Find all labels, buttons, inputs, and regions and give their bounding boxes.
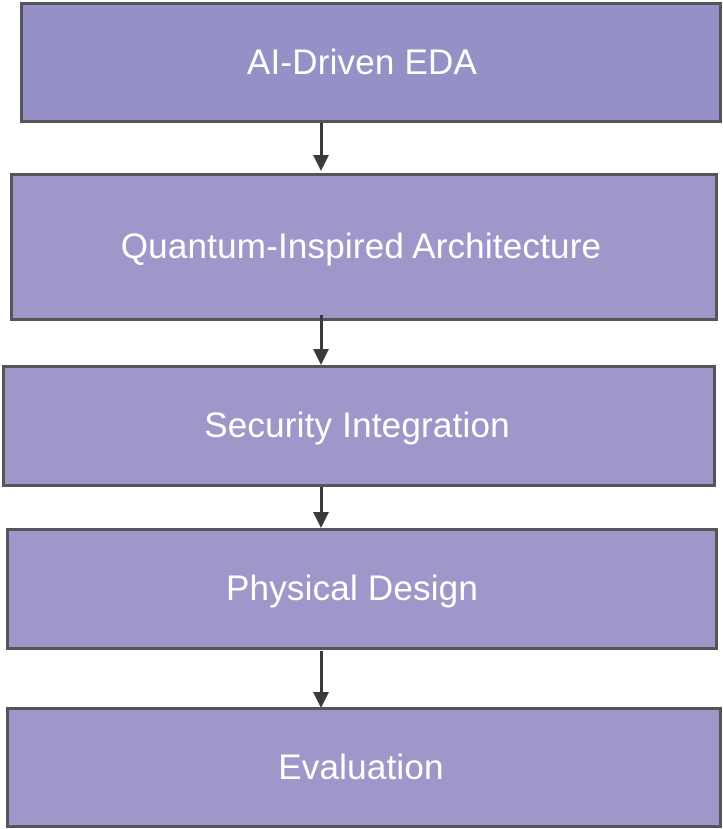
arrow-down-icon xyxy=(313,123,330,171)
step-evaluation: Evaluation xyxy=(6,707,722,828)
step-quantum-inspired-architecture: Quantum-Inspired Architecture xyxy=(10,173,718,321)
arrow-down-icon xyxy=(313,651,330,708)
step-label: AI-Driven EDA xyxy=(246,42,478,82)
arrow-down-icon xyxy=(313,315,330,365)
step-label: Security Integration xyxy=(204,406,510,445)
step-ai-driven-eda: AI-Driven EDA xyxy=(20,2,722,123)
step-label: Evaluation xyxy=(278,747,444,787)
step-physical-design: Physical Design xyxy=(6,528,718,650)
arrow-down-icon xyxy=(313,487,330,528)
step-security-integration: Security Integration xyxy=(2,365,716,487)
step-label: Physical Design xyxy=(226,569,478,608)
step-label: Quantum-Inspired Architecture xyxy=(120,227,602,266)
